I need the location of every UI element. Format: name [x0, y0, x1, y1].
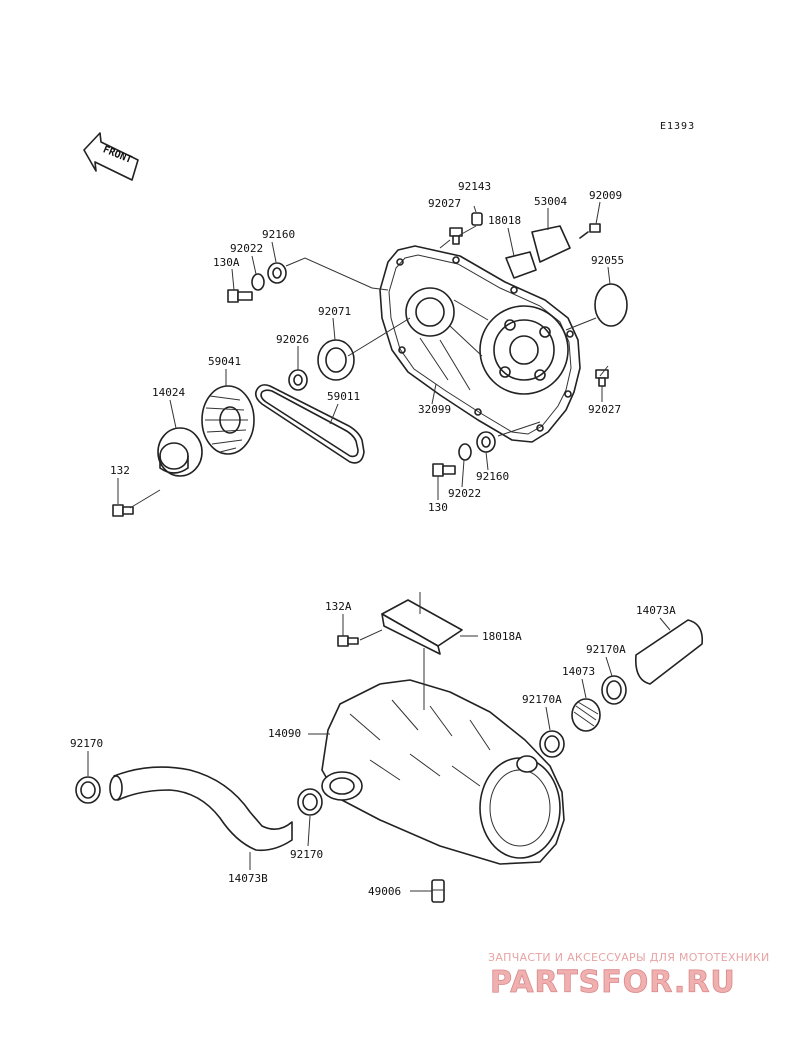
label-92009: 92009 [589, 189, 622, 202]
label-132A: 132A [325, 600, 352, 613]
label-92055: 92055 [591, 254, 624, 267]
bolt-92027-top [449, 227, 463, 245]
bolt-130 [432, 463, 456, 477]
bolt-92027-right [595, 369, 609, 387]
label-92022-top: 92022 [230, 242, 263, 255]
label-14024: 14024 [152, 386, 185, 399]
label-92160-top: 92160 [262, 228, 295, 241]
clamp-92170-left [75, 776, 101, 804]
plug-49006 [431, 879, 445, 903]
label-92022-bot: 92022 [448, 487, 481, 500]
bolt-132 [112, 504, 134, 517]
clamp-92170A-top [601, 675, 627, 705]
label-92143: 92143 [458, 180, 491, 193]
label-92027-right: 92027 [588, 403, 621, 416]
label-130A: 130A [213, 256, 240, 269]
collar-92160-bot [476, 431, 496, 453]
washer-92026 [288, 369, 308, 391]
hose-14073B [109, 766, 293, 852]
duct-14090 [321, 679, 565, 865]
label-92170A-mid: 92170A [522, 693, 562, 706]
watermark-brand: PARTSFOR.RU [490, 965, 736, 1000]
sleeve-14073 [571, 698, 601, 732]
seal-92071 [317, 339, 355, 381]
label-92026: 92026 [276, 333, 309, 346]
label-14090: 14090 [268, 727, 301, 740]
washer-92022-bot [458, 443, 472, 461]
bolt-130A [227, 289, 253, 303]
collar-92143 [471, 212, 483, 226]
plate-53004 [531, 225, 571, 263]
label-130: 130 [428, 501, 448, 514]
label-18018: 18018 [488, 214, 521, 227]
clamp-92170-mid [297, 788, 323, 816]
label-92170A-top: 92170A [586, 643, 626, 656]
bolt-132A [337, 635, 359, 647]
sheet-code: E1393 [660, 121, 695, 132]
hose-14073A [634, 619, 704, 685]
bracket-18018A [381, 592, 463, 655]
label-14073B: 14073B [228, 872, 268, 885]
label-14073A: 14073A [636, 604, 676, 617]
bracket-18018 [505, 251, 537, 279]
fan-59041 [201, 385, 255, 455]
label-132: 132 [110, 464, 130, 477]
label-59011: 59011 [327, 390, 360, 403]
label-18018A: 18018A [482, 630, 522, 643]
label-92170-left: 92170 [70, 737, 103, 750]
label-92071: 92071 [318, 305, 351, 318]
label-49006: 49006 [368, 885, 401, 898]
watermark: ЗАПЧАСТИ И АКСЕССУАРЫ ДЛЯ МОТОТЕХНИКИ PA… [488, 951, 770, 1000]
washer-92022-top [251, 273, 265, 291]
clutch-cover-32099 [379, 245, 581, 443]
label-14073: 14073 [562, 665, 595, 678]
label-53004: 53004 [534, 195, 567, 208]
part-labels: 92143 92027 53004 92009 18018 92055 9216… [70, 180, 676, 898]
label-92170-mid: 92170 [290, 848, 323, 861]
belt-59011 [254, 384, 365, 464]
screw-92009 [579, 223, 601, 239]
o-ring-92055 [594, 283, 628, 327]
cover-14024 [157, 427, 203, 477]
label-92027-top: 92027 [428, 197, 461, 210]
watermark-tagline: ЗАПЧАСТИ И АКСЕССУАРЫ ДЛЯ МОТОТЕХНИКИ [488, 951, 770, 964]
label-59041: 59041 [208, 355, 241, 368]
label-32099: 32099 [418, 403, 451, 416]
collar-92160-top [267, 262, 287, 284]
clamp-92170A-mid [539, 730, 565, 758]
front-arrow-icon: FRONT [83, 132, 139, 181]
leader-lines-bottom [359, 629, 425, 710]
leader-lines-top [129, 205, 609, 509]
label-92160-bot: 92160 [476, 470, 509, 483]
